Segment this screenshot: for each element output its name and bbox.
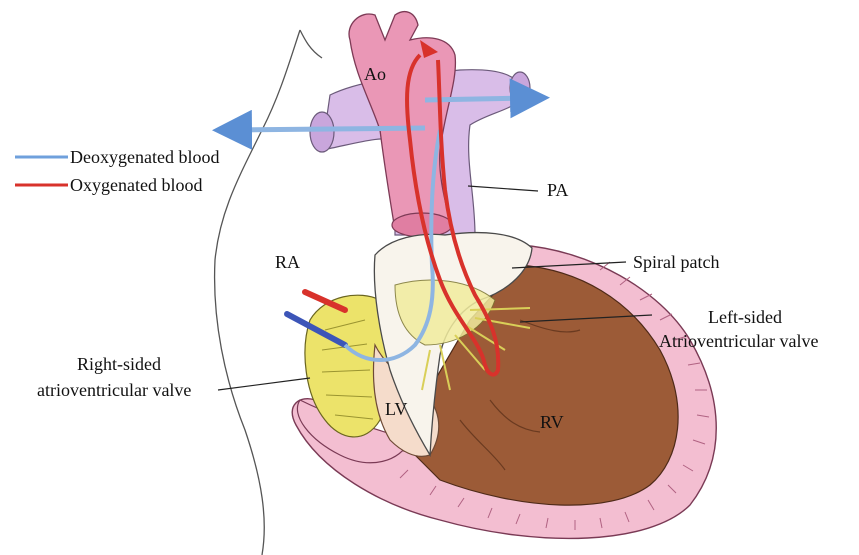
label-rv: RV (540, 412, 564, 432)
legend: Deoxygenated blood Oxygenated blood (15, 147, 219, 195)
label-lv: LV (385, 399, 407, 419)
label-ra: RA (275, 252, 300, 272)
legend-label-deoxygenated: Deoxygenated blood (70, 147, 219, 167)
label-right-av-valve-line2: atrioventricular valve (37, 380, 191, 400)
blue-arrowhead-right (527, 90, 545, 108)
blue-arrow-left (232, 128, 425, 130)
label-spiral-patch: Spiral patch (633, 252, 719, 272)
leader-pa (468, 186, 538, 191)
blue-arrowhead-left (226, 121, 244, 139)
label-pa: PA (547, 180, 568, 200)
label-left-av-valve-line2: Atrioventricular valve (659, 331, 818, 351)
body-silhouette (215, 30, 300, 555)
label-ao: Ao (364, 64, 386, 84)
neck-outline (300, 30, 322, 58)
leader-right-av-valve (218, 378, 310, 390)
label-right-av-valve-line1: Right-sided (77, 354, 161, 374)
legend-label-oxygenated: Oxygenated blood (70, 175, 202, 195)
label-left-av-valve-line1: Left-sided (708, 307, 782, 327)
